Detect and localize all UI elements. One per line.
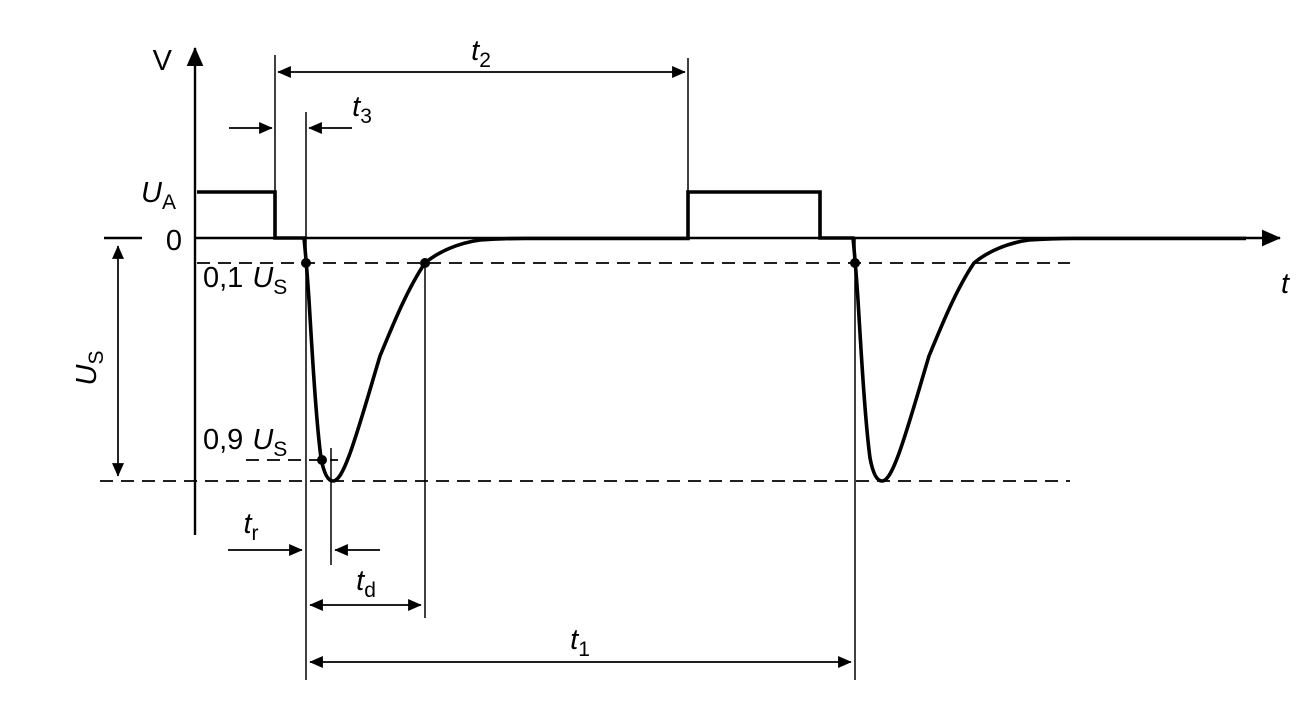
t2-label: t2 (471, 35, 491, 72)
t1-label: t1 (570, 624, 590, 661)
td-label: td (356, 565, 376, 602)
dot-spike1-0-1us (301, 258, 311, 268)
t3-label: t3 (352, 91, 372, 128)
dot-spike2-0-1us (850, 258, 860, 268)
dot-recovery-0-1us (420, 258, 430, 268)
dot-spike1-0-9us (317, 455, 327, 465)
us-label: US (71, 351, 108, 386)
y-axis-label: V (153, 45, 173, 77)
origin-label: 0 (166, 225, 182, 257)
waveform-path (197, 190, 1246, 483)
tr-label: tr (243, 508, 258, 545)
ua-label: UA (141, 177, 176, 214)
x-axis-label: t (1281, 268, 1291, 300)
